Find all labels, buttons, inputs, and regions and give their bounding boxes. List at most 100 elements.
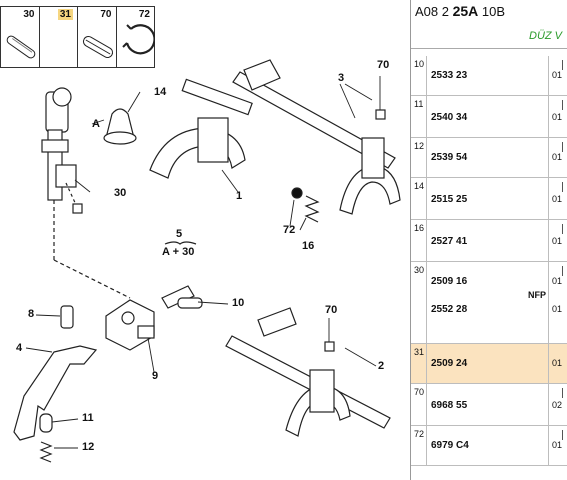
parts-row-16[interactable]: 16 2527 41 01: [411, 220, 567, 262]
thumbnail-70-number: 70: [100, 9, 112, 20]
title-bold: 25A: [452, 3, 479, 19]
callout-30[interactable]: 30: [114, 187, 127, 199]
callout-14[interactable]: 14: [154, 86, 167, 98]
pin-icon: [6, 35, 36, 59]
callout-4[interactable]: 4: [16, 342, 23, 354]
thumbnail-30-number: 30: [23, 9, 35, 20]
thumbnail-72[interactable]: 72: [117, 7, 155, 67]
fork-1: [149, 78, 253, 179]
callout-a[interactable]: A: [92, 118, 100, 130]
quantity: 02: [552, 400, 563, 410]
parts-row-70[interactable]: 70 6968 55 02: [411, 384, 567, 426]
thumbnail-70[interactable]: 70: [78, 7, 117, 67]
quantity: 01: [552, 112, 563, 122]
quantity-cell: 01 01: [548, 262, 567, 343]
thumbnail-30[interactable]: 30: [1, 7, 40, 67]
callout-10[interactable]: 10: [232, 297, 245, 309]
panel-subtitle: DÜZ V: [529, 30, 562, 42]
row-ref: 14: [411, 178, 427, 219]
parts-row-12[interactable]: 12 2539 54 01: [411, 138, 567, 178]
quantity-cell: 01: [548, 344, 567, 383]
row-ref: 10: [411, 56, 427, 95]
panel-header: A08 2 25A 10B DÜZ V: [411, 0, 567, 49]
callout-3[interactable]: 3: [338, 72, 345, 84]
spring-part: [304, 195, 320, 223]
quantity-cell: 01: [548, 178, 567, 219]
part-number: 6979 C4: [431, 440, 469, 451]
row-ref: 72: [411, 426, 427, 465]
callout-9[interactable]: 9: [152, 370, 159, 382]
row-ref: 16: [411, 220, 427, 261]
callout-72[interactable]: 72: [283, 224, 296, 236]
quantity: 01: [552, 70, 563, 80]
part-number: 2509 24: [431, 358, 468, 369]
nfp-flag: NFP: [528, 290, 546, 300]
callout-8[interactable]: 8: [28, 308, 35, 320]
parts-row-14[interactable]: 14 2515 25 01: [411, 178, 567, 220]
boot-part: [103, 108, 137, 145]
parts-row-10[interactable]: 10 2533 23 01: [411, 56, 567, 96]
callout-11[interactable]: 11: [82, 412, 94, 424]
roll-pin-icon: [82, 36, 114, 58]
quantity-cell: 01: [548, 220, 567, 261]
callout-1[interactable]: 1: [236, 190, 243, 202]
quantity-cell: 01: [548, 138, 567, 177]
row-marker: [562, 182, 567, 192]
title-suffix: 10B: [478, 4, 506, 19]
part-number: 2509 16: [431, 276, 468, 287]
part-number: 2533 23: [431, 70, 468, 81]
quantity: 01: [552, 358, 563, 368]
row-marker: [562, 224, 567, 234]
quantity-cell: 01: [548, 96, 567, 137]
interlock-block: [105, 299, 155, 351]
callout-70-lower[interactable]: 70: [325, 304, 338, 316]
quantity-cell: 01: [548, 56, 567, 95]
quantity: 01: [552, 194, 563, 204]
parts-row-72[interactable]: 72 6979 C4 01: [411, 426, 567, 466]
parts-list-panel: A08 2 25A 10B DÜZ V 10 2533 23 01 11 254…: [410, 0, 567, 480]
quantity: 01: [552, 440, 563, 450]
callout-12[interactable]: 12: [82, 441, 95, 453]
callout-2[interactable]: 2: [378, 360, 385, 372]
row-marker: [562, 430, 567, 440]
part-number: 2527 41: [431, 236, 468, 247]
row-ref: 11: [411, 96, 427, 137]
callout-16[interactable]: 16: [302, 240, 315, 252]
fork-rail-2: [225, 307, 391, 437]
callout-5[interactable]: 5: [176, 228, 183, 240]
thumbnail-31[interactable]: 31: [40, 7, 78, 67]
selector-lever-assembly: [41, 87, 77, 260]
gearbox-selector-drawing: [13, 59, 401, 463]
row-ref: 31: [411, 344, 427, 383]
parts-row-31[interactable]: 31 2509 24 01: [411, 344, 567, 384]
callout-a-plus-30: A + 30: [162, 246, 195, 258]
panel-title: A08 2 25A 10B: [415, 3, 505, 19]
quantity-cell: 01: [548, 426, 567, 465]
lever-part-4: [13, 345, 98, 441]
parts-row-30[interactable]: 30 2509 16 NFP 2552 28 01 01: [411, 262, 567, 344]
quantity-alt: 01: [552, 304, 563, 314]
row-marker: [562, 60, 567, 70]
thumbnail-31-number: 31: [57, 9, 73, 20]
part-number: 2515 25: [431, 194, 468, 205]
part-number: 2540 34: [431, 112, 468, 123]
row-marker: [562, 142, 567, 152]
part-number-alt: 2552 28: [431, 304, 468, 315]
quantity: 01: [552, 236, 563, 246]
exploded-parts-diagram: 30 31 70 72: [0, 6, 401, 463]
fork-rail-3: [232, 59, 401, 215]
quantity: 01: [552, 152, 563, 162]
title-prefix: A08 2: [415, 4, 453, 19]
part-thumbnails: 30 31 70 72: [0, 6, 155, 68]
circlip-icon: [121, 24, 155, 55]
quantity: 01: [552, 276, 563, 286]
row-marker: [562, 388, 567, 398]
part-number: 6968 55: [431, 400, 468, 411]
row-ref: 30: [411, 262, 427, 343]
part-number: 2539 54: [431, 152, 468, 163]
parts-row-11[interactable]: 11 2540 34 01: [411, 96, 567, 138]
thumbnail-72-number: 72: [138, 9, 150, 20]
callout-70-upper[interactable]: 70: [377, 59, 390, 71]
row-ref: 12: [411, 138, 427, 177]
detent-part-10: [161, 285, 203, 309]
